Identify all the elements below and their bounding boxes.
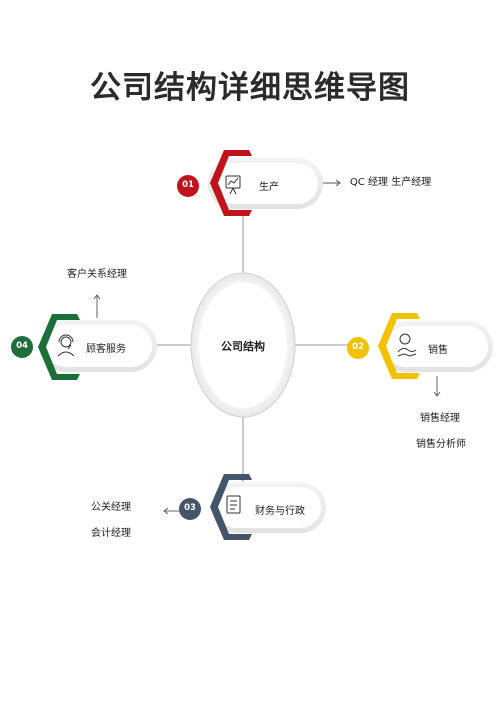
page-title: 公司结构详细思维导图 — [90, 70, 410, 106]
node-number-03: 03 — [184, 503, 196, 513]
connector-lines — [157, 213, 352, 484]
detail-customer-service-0: 客户关系经理 — [67, 269, 127, 280]
center-label: 公司结构 — [221, 340, 265, 353]
arrow-down-icon — [433, 376, 441, 397]
detail-sales-0: 销售经理 — [420, 413, 460, 424]
detail-finance-0: 公关经理 — [91, 502, 131, 513]
center-node — [190, 272, 296, 418]
node-label-customer-service: 顾客服务 — [86, 344, 126, 355]
node-label-sales: 销售 — [428, 345, 448, 356]
node-production — [177, 150, 323, 216]
arrow-up-icon — [93, 294, 101, 318]
handshake-money-icon — [397, 333, 417, 357]
node-label-finance-admin: 财务与行政 — [255, 506, 305, 517]
arrow-right-icon — [323, 179, 341, 187]
node-number-02: 02 — [352, 342, 364, 352]
node-label-production: 生产 — [259, 182, 279, 193]
node-finance-admin — [179, 474, 326, 540]
customer-service-icon — [57, 334, 75, 357]
arrow-left-icon — [163, 507, 180, 515]
node-customer-service — [11, 314, 157, 380]
detail-finance-1: 会计经理 — [91, 528, 131, 539]
chart-presentation-icon — [225, 175, 241, 195]
document-icon — [226, 495, 241, 514]
node-sales — [347, 313, 493, 379]
node-number-04: 04 — [16, 341, 28, 351]
arrows — [93, 179, 441, 515]
detail-sales-1: 销售分析师 — [416, 439, 466, 450]
detail-production-0: QC 经理 生产经理 — [350, 177, 432, 188]
node-number-01: 01 — [182, 180, 194, 190]
